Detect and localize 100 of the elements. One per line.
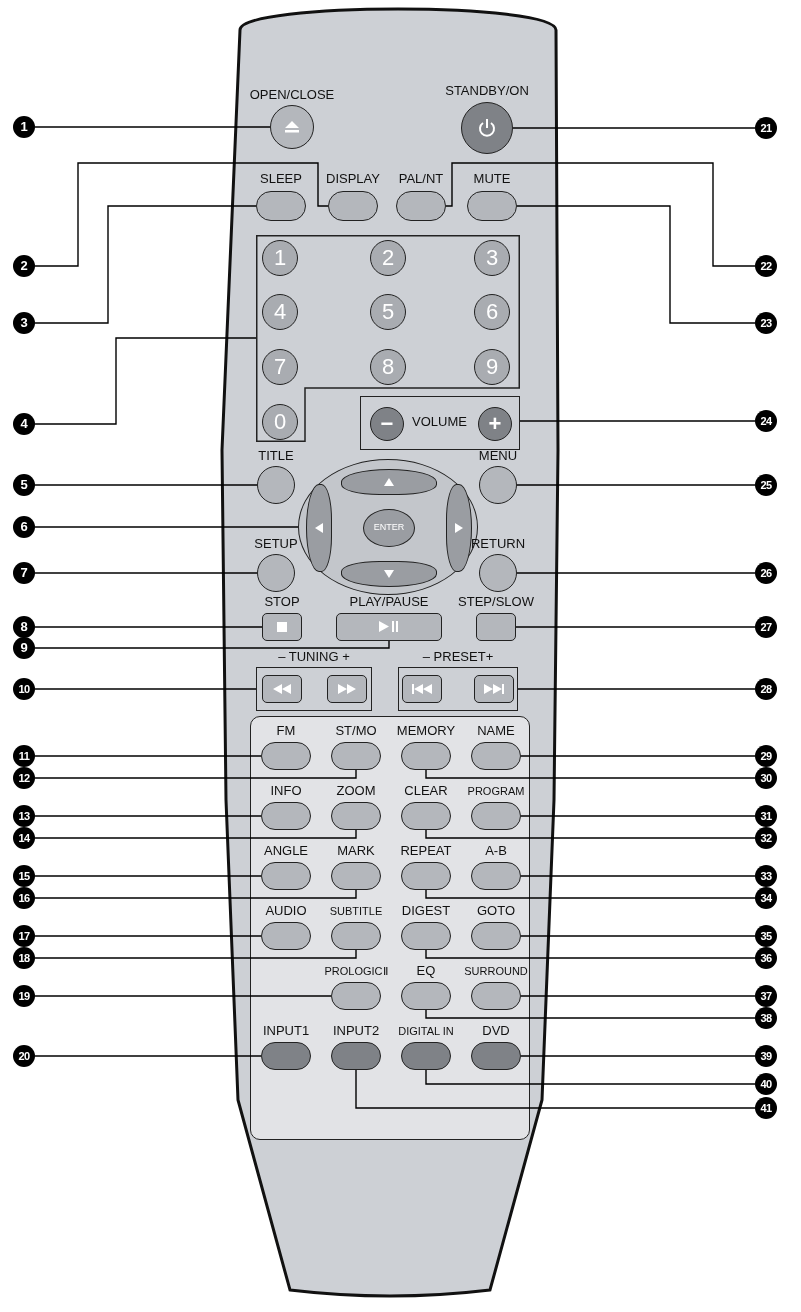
group-label: – PRESET+ bbox=[422, 649, 494, 665]
button-label: STEP/SLOW bbox=[458, 594, 534, 610]
callout-number: 24 bbox=[755, 410, 777, 432]
button-label: PROGRAM bbox=[467, 784, 525, 799]
callout-number: 36 bbox=[755, 947, 777, 969]
leader-line bbox=[520, 875, 756, 877]
leader-line bbox=[34, 829, 357, 839]
button-label: CLEAR bbox=[404, 783, 448, 799]
leader-line bbox=[34, 572, 258, 574]
button-label: DIGITAL IN bbox=[398, 1024, 454, 1039]
button-label: INPUT2 bbox=[332, 1023, 380, 1039]
volume-key-frame bbox=[360, 396, 520, 450]
callout-number: 14 bbox=[13, 827, 35, 849]
leader-line bbox=[34, 995, 332, 997]
leader-line bbox=[516, 205, 756, 324]
leader-line bbox=[34, 755, 262, 757]
button-label: INFO bbox=[270, 783, 302, 799]
button-label: RETURN bbox=[470, 536, 526, 552]
leader-line bbox=[34, 1055, 262, 1057]
button-label: PAL/NT bbox=[398, 171, 444, 187]
callout-number: 29 bbox=[755, 745, 777, 767]
remote-button bbox=[262, 675, 302, 703]
leader-line bbox=[34, 126, 271, 128]
callout-number: 28 bbox=[755, 678, 777, 700]
callout-number: 40 bbox=[755, 1073, 777, 1095]
leader-line bbox=[519, 420, 756, 422]
callout-number: 21 bbox=[755, 117, 777, 139]
callout-number: 41 bbox=[755, 1097, 777, 1119]
callout-number: 37 bbox=[755, 985, 777, 1007]
leader-line bbox=[425, 949, 756, 959]
remote-button bbox=[474, 675, 514, 703]
callout-number: 23 bbox=[755, 312, 777, 334]
group-label: – TUNING + bbox=[278, 649, 350, 665]
button-label: STANDBY/ON bbox=[445, 83, 529, 99]
leader-line bbox=[516, 484, 756, 486]
leader-line bbox=[34, 640, 390, 649]
button-label: INPUT1 bbox=[262, 1023, 310, 1039]
callout-number: 27 bbox=[755, 616, 777, 638]
callout-number: 32 bbox=[755, 827, 777, 849]
callout-number: 3 bbox=[13, 312, 35, 334]
button-label: DVD bbox=[482, 1023, 510, 1039]
button-label: NAME bbox=[477, 723, 515, 739]
navigation-pad bbox=[341, 469, 437, 495]
leader-line bbox=[34, 688, 257, 690]
button-label: SLEEP bbox=[260, 171, 302, 187]
leader-line bbox=[425, 769, 756, 779]
callout-number: 19 bbox=[13, 985, 35, 1007]
button-label: MENU bbox=[478, 448, 518, 464]
button-label: DISPLAY bbox=[326, 171, 380, 187]
leader-line bbox=[425, 1009, 756, 1019]
navigation-pad bbox=[341, 561, 437, 587]
callout-number: 16 bbox=[13, 887, 35, 909]
button-label: MUTE bbox=[473, 171, 511, 187]
leader-line bbox=[34, 769, 357, 779]
group-label: VOLUME bbox=[412, 414, 467, 430]
callout-number: 35 bbox=[755, 925, 777, 947]
leader-line bbox=[425, 829, 756, 839]
navigation-pad bbox=[446, 484, 472, 572]
callout-number: 20 bbox=[13, 1045, 35, 1067]
leader-line bbox=[520, 1055, 756, 1057]
callout-number: 6 bbox=[13, 516, 35, 538]
button-label: EQ bbox=[416, 963, 436, 979]
button-label: SETUP bbox=[254, 536, 298, 552]
leader-line bbox=[34, 205, 257, 324]
leader-line bbox=[355, 1069, 756, 1109]
callout-number: 33 bbox=[755, 865, 777, 887]
navigation-pad bbox=[306, 484, 332, 572]
callout-number: 26 bbox=[755, 562, 777, 584]
leader-line bbox=[520, 935, 756, 937]
callout-number: 8 bbox=[13, 616, 35, 638]
leader-line bbox=[34, 935, 262, 937]
button-label: SUBTITLE bbox=[329, 904, 383, 919]
button-label: TITLE bbox=[258, 448, 294, 464]
button-label: GOTO bbox=[477, 903, 515, 919]
leader-line bbox=[34, 162, 329, 267]
leader-line bbox=[34, 815, 262, 817]
leader-line bbox=[520, 815, 756, 817]
leader-line bbox=[34, 889, 357, 899]
callout-number: 1 bbox=[13, 116, 35, 138]
leader-line bbox=[445, 162, 756, 267]
button-label: SURROUND bbox=[464, 964, 528, 979]
button-label: MEMORY bbox=[396, 723, 456, 739]
callout-number: 4 bbox=[13, 413, 35, 435]
remote-button bbox=[327, 675, 367, 703]
remote-button bbox=[402, 675, 442, 703]
callout-number: 11 bbox=[13, 745, 35, 767]
callout-number: 10 bbox=[13, 678, 35, 700]
button-label: ST/MO bbox=[335, 723, 377, 739]
callout-number: 31 bbox=[755, 805, 777, 827]
callout-number: 13 bbox=[13, 805, 35, 827]
leader-line bbox=[512, 127, 756, 129]
leader-line bbox=[34, 337, 257, 425]
leader-line bbox=[515, 626, 756, 628]
callout-number: 25 bbox=[755, 474, 777, 496]
callout-number: 22 bbox=[755, 255, 777, 277]
button-label: REPEAT bbox=[400, 843, 452, 859]
button-label: ZOOM bbox=[336, 783, 376, 799]
leader-line bbox=[516, 572, 756, 574]
leader-line bbox=[425, 889, 756, 899]
callout-number: 5 bbox=[13, 474, 35, 496]
